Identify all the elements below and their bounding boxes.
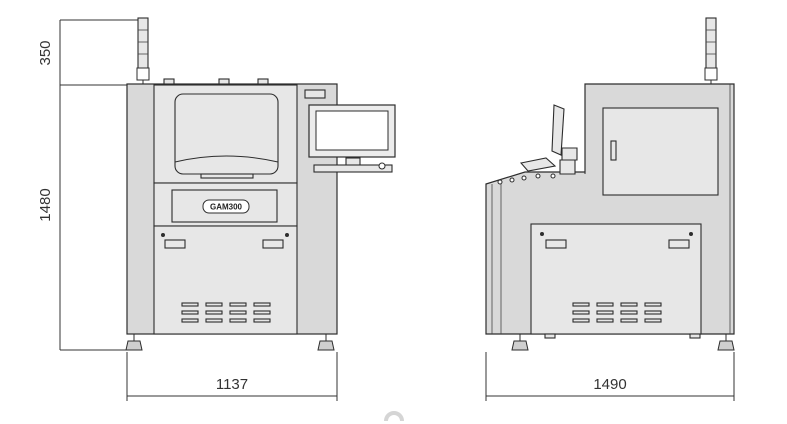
decorative-arc	[384, 411, 404, 422]
side-vents	[572, 302, 662, 323]
side-width-dimension: 1490	[485, 352, 735, 401]
side-signal-tower	[705, 17, 717, 74]
height-dimension-lines: 350 1480	[37, 19, 148, 351]
left-door-handle	[164, 239, 186, 249]
side-monitor	[551, 104, 565, 156]
front-right-foot	[317, 340, 335, 351]
side-right-handle	[668, 239, 690, 249]
left-lock-dot	[161, 233, 165, 237]
side-left-handle	[545, 239, 567, 249]
front-left-foot	[125, 340, 143, 351]
side-upper-handle	[610, 140, 617, 161]
brand-badge	[202, 199, 250, 214]
right-lock-dot	[285, 233, 289, 237]
right-door-handle	[262, 239, 284, 249]
front-vents	[181, 302, 271, 323]
side-left-foot	[511, 340, 529, 351]
body-height-label: 1480	[37, 188, 54, 221]
side-right-foot	[717, 340, 735, 351]
window-handle-slot	[200, 173, 254, 179]
side-view-machine	[485, 17, 735, 351]
front-width-dimension: 1137	[126, 352, 338, 401]
brand-label: GAM300	[210, 203, 243, 212]
front-window	[174, 93, 279, 175]
top-height-label: 350	[37, 40, 54, 65]
keyboard-tray	[313, 164, 393, 173]
front-width-label: 1137	[216, 376, 248, 393]
brand-panel	[171, 189, 278, 223]
side-upper-door	[602, 107, 719, 196]
front-view-machine: GAM300	[125, 17, 396, 351]
window-curve	[174, 155, 279, 163]
side-width-label: 1490	[593, 376, 626, 393]
front-signal-tower	[137, 17, 149, 74]
